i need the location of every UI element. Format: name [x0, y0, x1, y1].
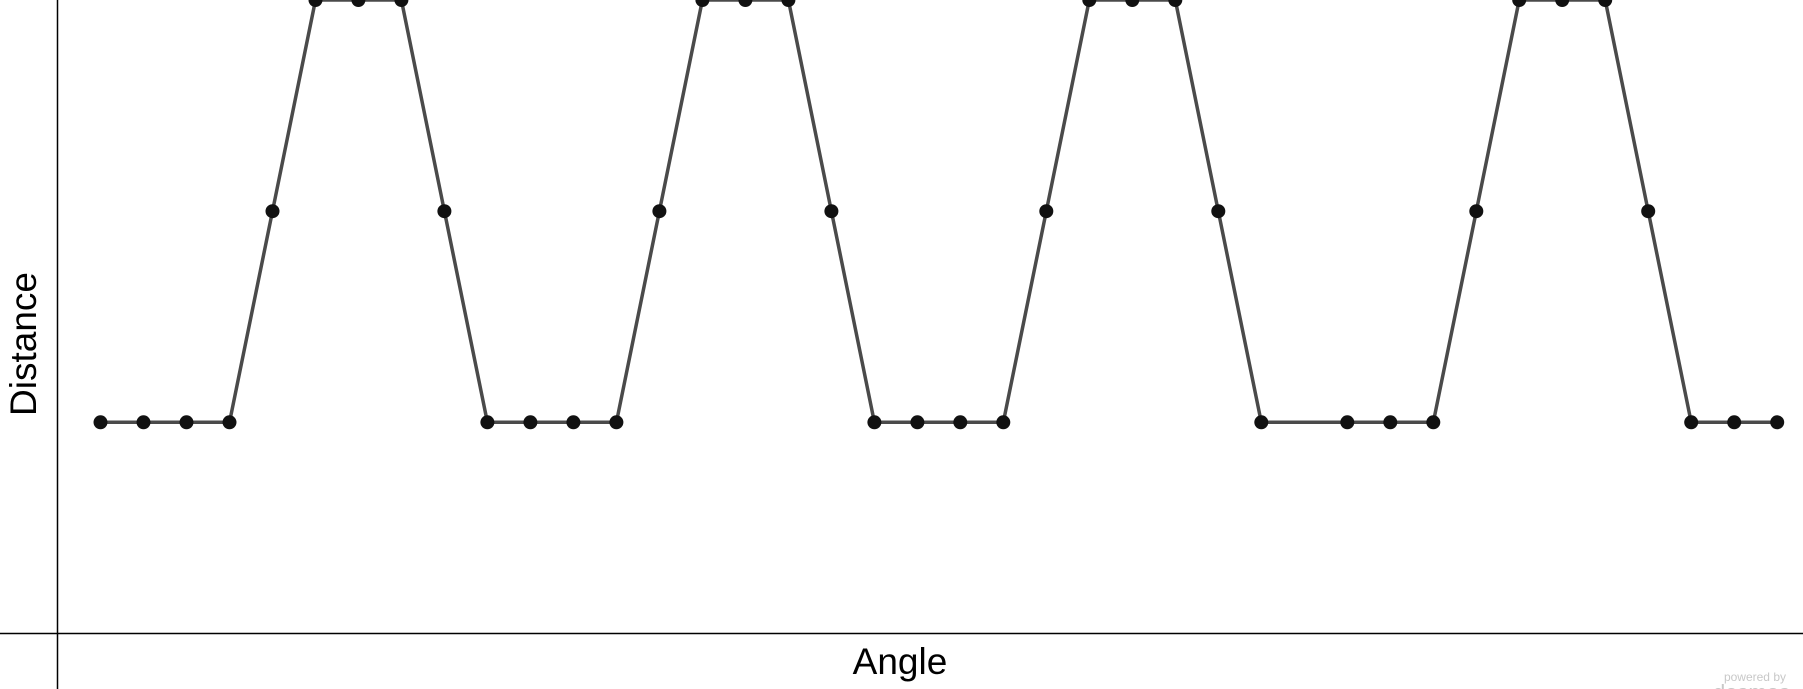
data-point [93, 415, 108, 430]
data-point [308, 0, 323, 7]
y-axis-label: Distance [3, 272, 44, 416]
data-point [1039, 204, 1054, 219]
data-point [523, 415, 538, 430]
data-point [609, 415, 624, 430]
data-point [480, 415, 495, 430]
data-point [652, 204, 667, 219]
data-point [1383, 415, 1398, 430]
data-point [953, 415, 968, 430]
data-point [222, 415, 237, 430]
data-point [351, 0, 366, 7]
data-point [1555, 0, 1570, 7]
data-point [437, 204, 452, 219]
data-point [1254, 415, 1269, 430]
data-point [1426, 415, 1441, 430]
data-point [738, 0, 753, 7]
series-layer [93, 0, 1785, 430]
data-point [566, 415, 581, 430]
data-point [1211, 204, 1226, 219]
data-point [695, 0, 710, 7]
watermark-brand: desmos [1713, 680, 1790, 689]
data-point [1082, 0, 1097, 7]
data-point [1469, 204, 1484, 219]
data-point [1727, 415, 1742, 430]
data-point [1512, 0, 1527, 7]
data-point [1598, 0, 1613, 7]
data-point [910, 415, 925, 430]
x-axis-label: Angle [853, 641, 948, 682]
data-point [1168, 0, 1183, 7]
series-line-0 [100, 0, 1778, 425]
data-point [265, 204, 280, 219]
data-point [179, 415, 194, 430]
data-point [781, 0, 796, 7]
data-point [1125, 0, 1140, 7]
watermark-top: powered by [1724, 670, 1786, 684]
data-point [1770, 415, 1785, 430]
data-point [1684, 415, 1699, 430]
data-point [824, 204, 839, 219]
data-point [394, 0, 409, 7]
data-point [996, 415, 1011, 430]
data-point [1641, 204, 1656, 219]
data-point [867, 415, 882, 430]
data-point [1340, 415, 1355, 430]
data-point [136, 415, 151, 430]
